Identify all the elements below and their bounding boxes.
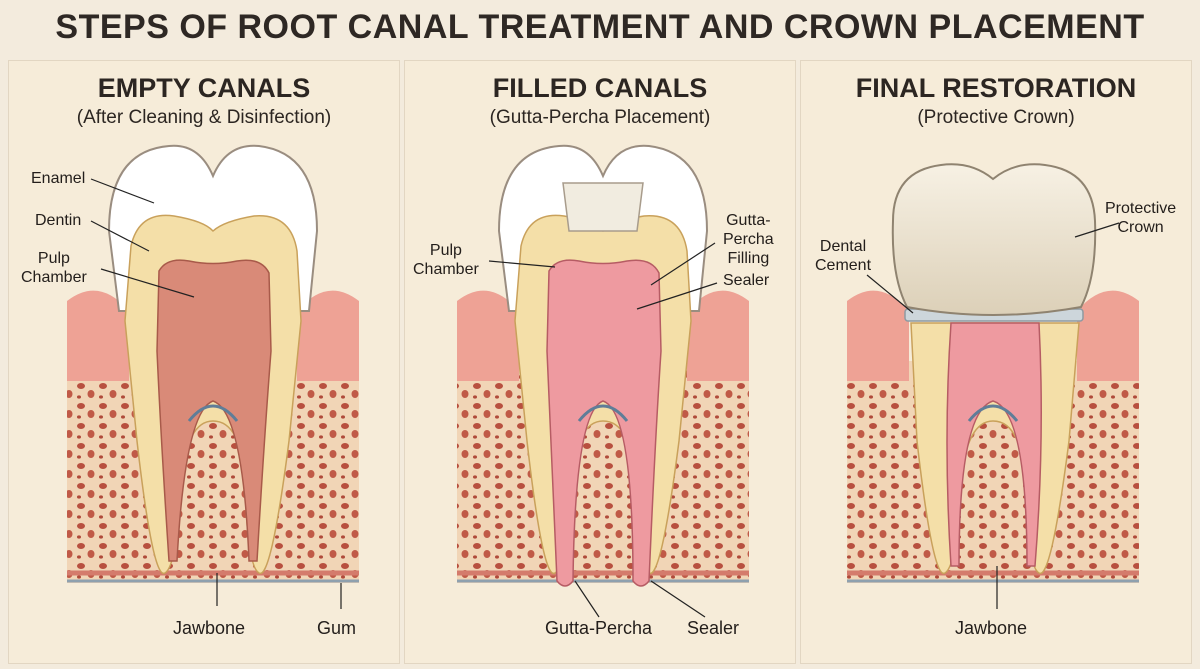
label-dentin: Dentin xyxy=(35,212,82,229)
main-title: STEPS OF ROOT CANAL TREATMENT AND CROWN … xyxy=(55,8,1145,46)
panel-empty-canals: EMPTY CANALS (After Cleaning & Disinfect… xyxy=(8,60,400,664)
label-gum: Gum xyxy=(317,618,357,638)
label-jawbone: Jawbone xyxy=(173,618,246,638)
panel-subtitle: (Gutta-Percha Placement) xyxy=(489,107,711,128)
label-gutta-percha: Gutta-Percha xyxy=(545,618,653,638)
panel-title: FINAL RESTORATION xyxy=(855,73,1137,103)
tooth-illustration-crown xyxy=(847,163,1139,609)
panel-subtitle: (Protective Crown) xyxy=(917,107,1075,128)
tooth-illustration-empty xyxy=(67,144,359,609)
panel-filled-canals: FILLED CANALS (Gutta-Percha Placement) P… xyxy=(404,60,796,664)
gutta-percha-filling xyxy=(546,259,662,587)
label-pulp-chamber: Pulp Chamber xyxy=(21,250,87,286)
panel-title: EMPTY CANALS xyxy=(97,73,311,103)
gutta-percha-filling xyxy=(946,322,1042,567)
label-sealer: Sealer xyxy=(723,272,770,289)
protective-crown xyxy=(891,163,1097,316)
label-gutta-percha-filling: Gutta- Percha Filling xyxy=(723,212,774,267)
pulp-chamber xyxy=(156,259,272,562)
label-enamel: Enamel xyxy=(31,170,86,187)
panel-subtitle: (After Cleaning & Disinfection) xyxy=(76,107,332,128)
label-dental-cement: Dental Cement xyxy=(815,238,872,274)
label-protective-crown: Protective Crown xyxy=(1105,200,1177,236)
label-sealer-bottom: Sealer xyxy=(687,618,740,638)
tooth-illustration-filled xyxy=(457,144,749,618)
panel-title: FILLED CANALS xyxy=(492,73,708,103)
label-pulp-chamber: Pulp Chamber xyxy=(413,242,479,278)
temporary-filling xyxy=(562,182,644,232)
panel-final-restoration: FINAL RESTORATION (Protective Crown) Pro… xyxy=(800,60,1192,664)
label-jawbone: Jawbone xyxy=(955,618,1028,638)
